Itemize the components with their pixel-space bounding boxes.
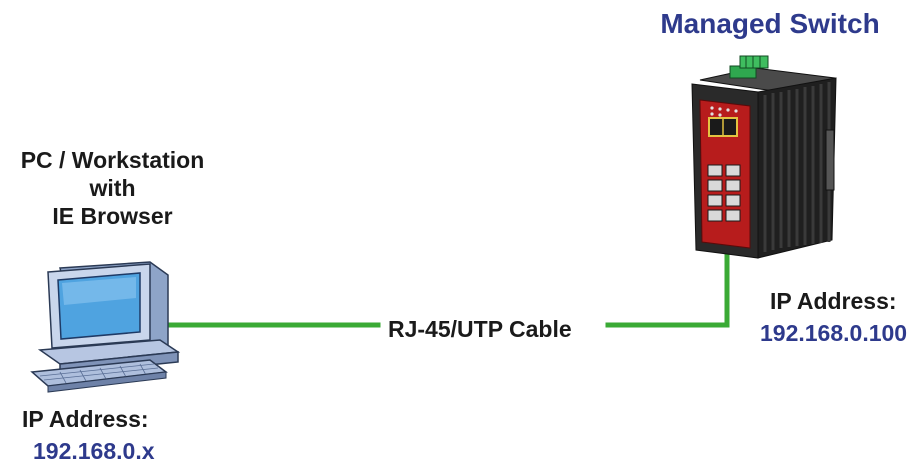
desktop-computer-icon (30, 261, 181, 393)
pc-title: PC / Workstation with IE Browser (0, 146, 225, 230)
switch-ip-label: IP Address: (770, 288, 897, 314)
pc-title-line: with (89, 175, 136, 201)
pc-ip-value: 192.168.0.x (33, 438, 155, 464)
cable-label: RJ-45/UTP Cable (388, 316, 572, 342)
switch-ip-value: 192.168.0.100 (760, 320, 908, 346)
pc-ip-label: IP Address: (22, 406, 149, 432)
industrial-switch-icon (691, 55, 837, 259)
pc-title-line: PC / Workstation (20, 147, 205, 173)
cable-line (162, 252, 730, 328)
pc-title-line: IE Browser (52, 203, 173, 229)
switch-title: Managed Switch (660, 8, 880, 39)
